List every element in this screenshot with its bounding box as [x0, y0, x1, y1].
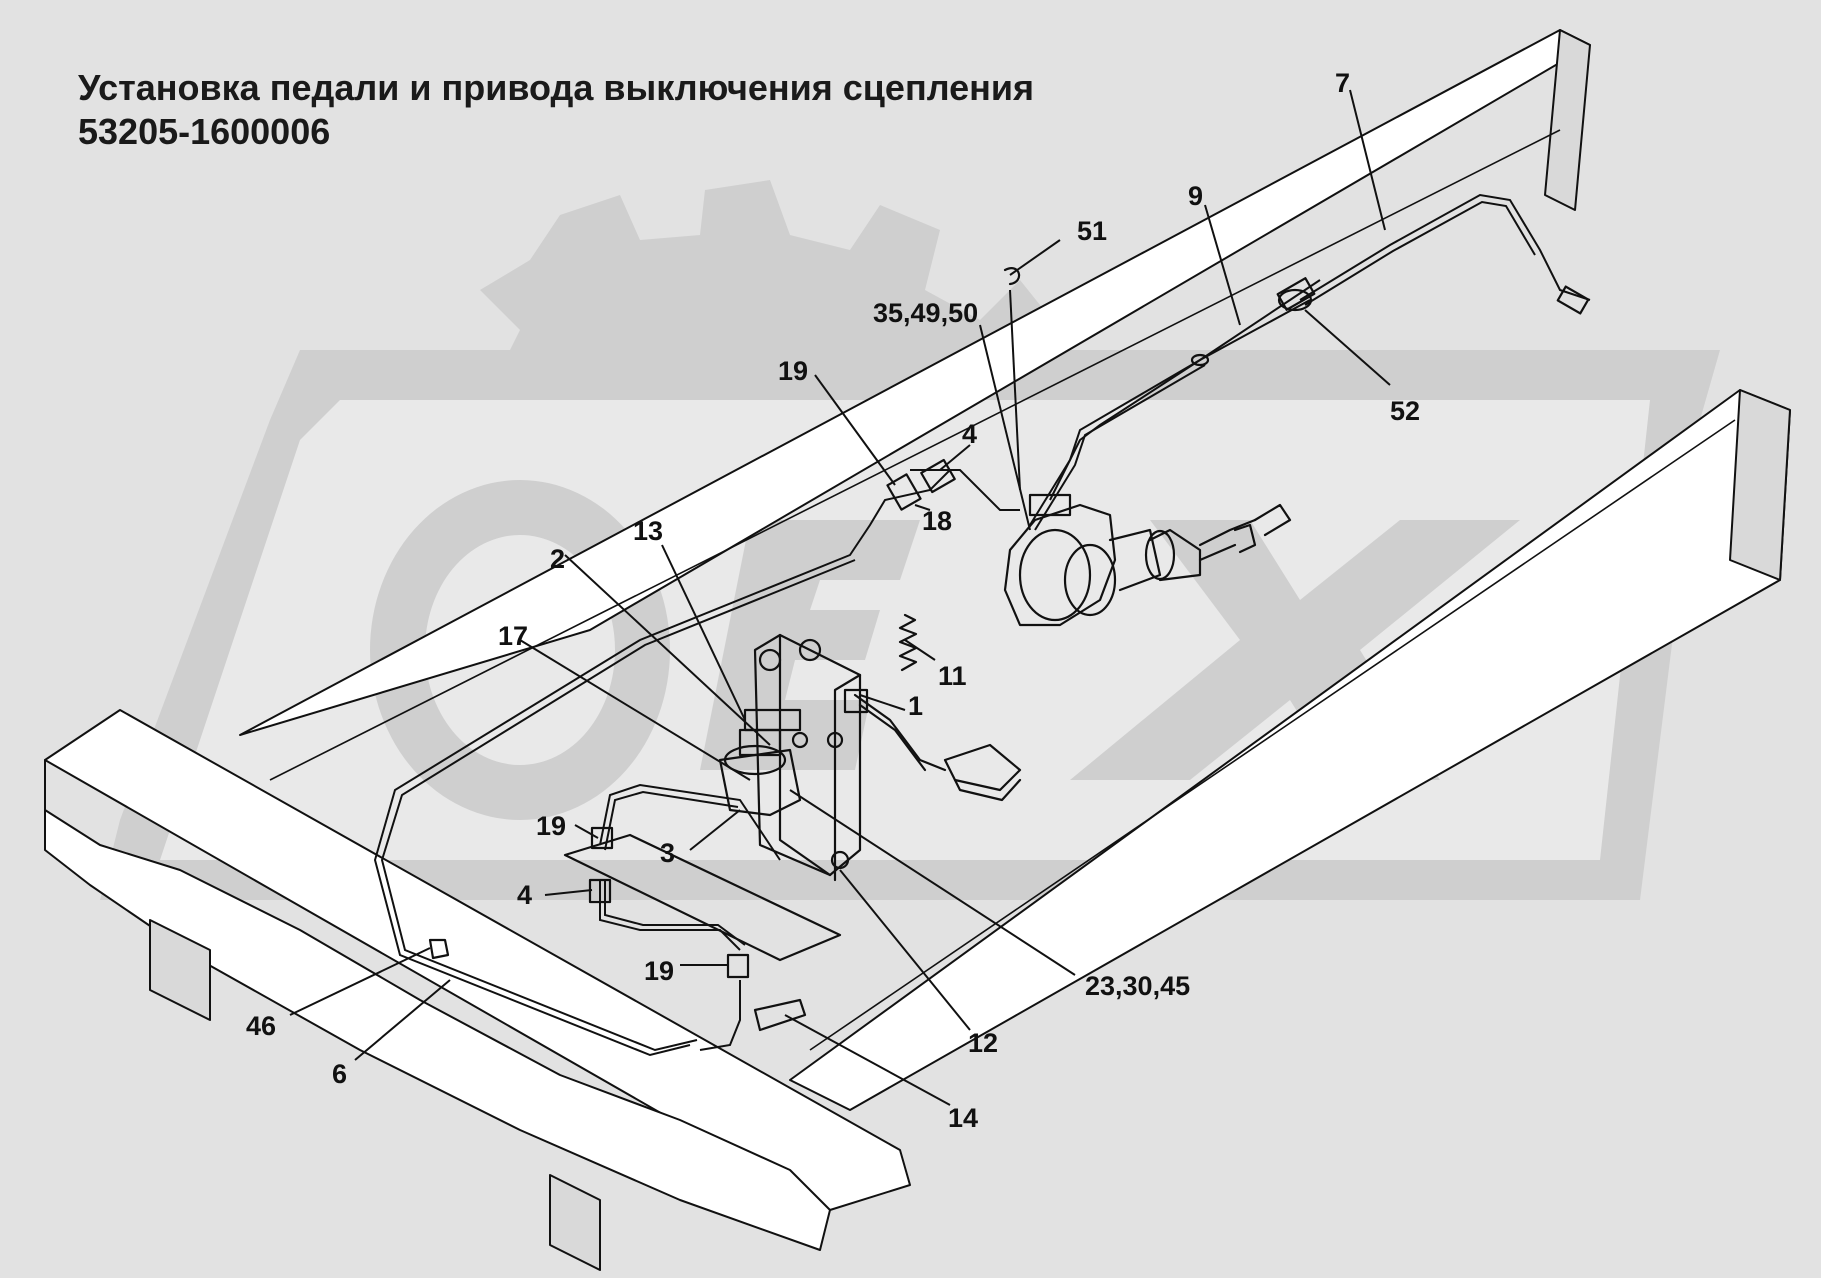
cross-member: [44, 709, 911, 1271]
clutch-servo-unit: [1003, 493, 1292, 627]
pipe-clips: [428, 938, 807, 1032]
callout-labels: 7 9 51 35,49,50 52 19 4 18 13 2 17 11 1 …: [246, 68, 1420, 1133]
callout-17: 17: [498, 621, 528, 651]
pedal-bracket: [753, 633, 862, 882]
pipe-7: [1276, 193, 1591, 315]
upper-frame-rail: [239, 29, 1591, 781]
fitting-18-19-upper: [886, 458, 956, 511]
lower-frame-rail: [789, 389, 1791, 1111]
callout-19-middle: 19: [536, 811, 566, 841]
callout-46: 46: [246, 1011, 276, 1041]
callout-19-lower: 19: [644, 956, 674, 986]
return-spring-11: [898, 613, 918, 672]
title-line-2: 53205-1600006: [78, 111, 331, 152]
callout-4-lower: 4: [517, 880, 532, 910]
diagram-title: Установка педали и привода выключения сц…: [78, 66, 1034, 154]
callout-11: 11: [938, 661, 967, 691]
pipe-3-and-4-lower: [588, 783, 781, 1051]
master-cylinder: [718, 708, 802, 817]
callout-35-49-50: 35,49,50: [873, 298, 978, 328]
callout-23-30-45: 23,30,45: [1085, 971, 1190, 1001]
callout-52: 52: [1390, 396, 1420, 426]
hose-9-and-valve-52: [1049, 288, 1313, 501]
hydraulic-pipe-6: [373, 469, 951, 1057]
pipe-4-upper: [910, 279, 1321, 531]
callout-3: 3: [660, 838, 675, 868]
callout-19-upper: 19: [778, 356, 808, 386]
callout-13: 13: [633, 516, 663, 546]
callout-1: 1: [908, 691, 923, 721]
callout-7: 7: [1335, 68, 1350, 98]
leader-lines: [289, 89, 1391, 1106]
callout-51: 51: [1077, 216, 1107, 246]
callout-2: 2: [550, 544, 565, 574]
clip-51: [1003, 267, 1021, 286]
clutch-pedal: [843, 688, 1022, 802]
callout-6: 6: [332, 1059, 347, 1089]
callout-12: 12: [968, 1028, 998, 1058]
watermark-logo: [100, 180, 1720, 900]
callout-14: 14: [948, 1103, 978, 1133]
callout-18: 18: [922, 506, 952, 536]
title-line-1: Установка педали и привода выключения сц…: [78, 67, 1034, 108]
callout-4-upper: 4: [962, 419, 977, 449]
callout-9: 9: [1188, 181, 1203, 211]
